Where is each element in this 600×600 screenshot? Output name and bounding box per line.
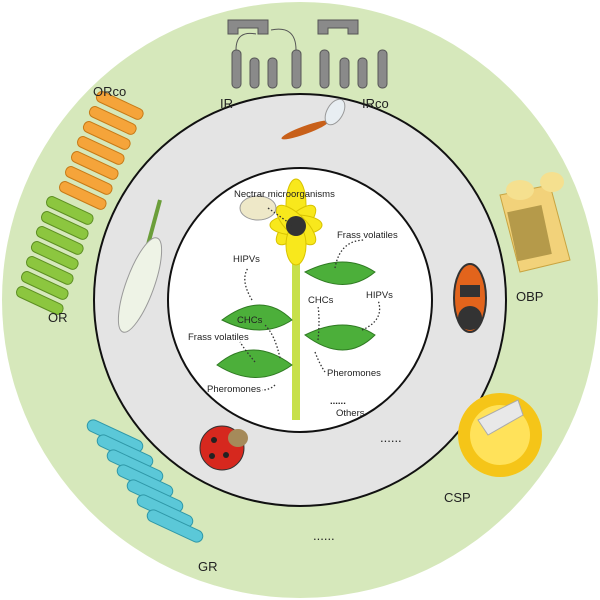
milkweed-bug-icon bbox=[453, 263, 487, 333]
microorganism-icon bbox=[239, 195, 277, 221]
label-hipvs-right: HIPVs bbox=[366, 290, 393, 301]
gr-receptor-icon bbox=[86, 419, 204, 543]
label-nectar-microorganisms: Nectrar microorganisms bbox=[234, 189, 335, 200]
ir-receptor-icon bbox=[227, 19, 302, 89]
orco-receptor-icon bbox=[58, 91, 144, 210]
csp-protein-icon bbox=[458, 393, 542, 477]
others-dots: ...... bbox=[330, 396, 346, 407]
or-receptor-icon bbox=[15, 196, 94, 315]
label-orco: ORco bbox=[93, 84, 126, 99]
label-frass-volatiles-left: Frass volatiles bbox=[188, 332, 249, 343]
label-csp: CSP bbox=[444, 490, 471, 505]
middle-ellipsis: ...... bbox=[380, 430, 402, 445]
label-chcs-right: CHCs bbox=[308, 295, 334, 306]
label-hipvs-left: HIPVs bbox=[233, 254, 260, 265]
obp-protein-icon bbox=[499, 172, 571, 273]
ladybug-icon bbox=[199, 425, 248, 471]
plant-illustration bbox=[216, 178, 376, 420]
outer-ellipsis: ...... bbox=[313, 528, 335, 543]
label-chcs-left: CHCs bbox=[237, 315, 263, 326]
label-ir: IR bbox=[220, 96, 233, 111]
label-or: OR bbox=[48, 310, 68, 325]
label-pheromones-left: Pheromones bbox=[207, 384, 261, 395]
label-irco: IRco bbox=[362, 96, 389, 111]
lacewing-icon bbox=[117, 199, 163, 333]
irco-receptor-icon bbox=[317, 19, 388, 89]
wasp-icon bbox=[281, 98, 346, 140]
label-others: Others bbox=[336, 408, 365, 419]
label-obp: OBP bbox=[516, 289, 543, 304]
label-frass-volatiles-right: Frass volatiles bbox=[337, 230, 398, 241]
label-gr: GR bbox=[198, 559, 218, 574]
label-pheromones-right: Pheromones bbox=[327, 368, 381, 379]
